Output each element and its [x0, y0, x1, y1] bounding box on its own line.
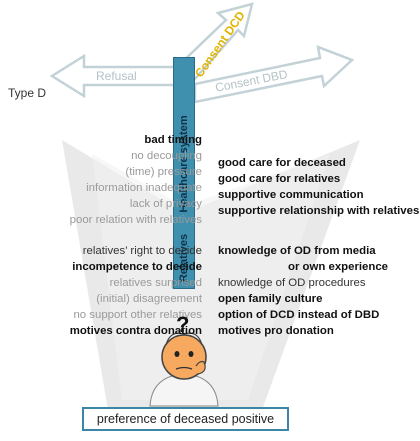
right-factor: knowledge of OD procedures	[218, 277, 366, 289]
left-factor: relatives surprised	[109, 277, 202, 289]
decision-bar	[173, 57, 195, 289]
right-factor: or own experience	[288, 261, 389, 273]
preference-box: preference of deceased positive	[82, 407, 289, 431]
left-factor: incompetence to decide	[72, 261, 202, 273]
type-label: Type D	[8, 86, 47, 100]
left-factor: motives contra donation	[69, 325, 202, 337]
left-factor: bad timing	[144, 134, 202, 146]
left-factor: lack of privacy	[129, 198, 202, 210]
question-mark: ?	[176, 312, 190, 337]
left-factor: poor relation with relatives	[69, 214, 202, 226]
refusal-arrow	[49, 53, 177, 99]
left-factor: no support other relatives	[73, 309, 202, 321]
refusal-label: Refusal	[96, 69, 137, 83]
funnel-inner	[92, 154, 330, 400]
right-factor: open family culture	[218, 293, 323, 305]
right-factor: knowledge of OD from media	[218, 245, 376, 257]
thinking-person-icon	[149, 332, 219, 407]
right-factor: supportive communication	[218, 189, 364, 201]
right-factor: motives pro donation	[218, 325, 334, 337]
consent-dbd-arrow	[193, 45, 355, 104]
left-factor: relatives’ right to decide	[82, 245, 202, 257]
right-factor: option of DCD instead of DBD	[218, 309, 380, 321]
right-factor: good care for deceased	[218, 157, 346, 169]
right-factor: supportive relationship with relatives	[218, 205, 420, 217]
left-factor: (time) pressure	[125, 166, 202, 178]
right-factor: good care for relatives	[218, 173, 341, 185]
left-factor: (initial) disagreement	[96, 293, 202, 305]
left-factor: no decoupling	[131, 150, 202, 162]
left-factor: information inadequate	[86, 182, 202, 194]
